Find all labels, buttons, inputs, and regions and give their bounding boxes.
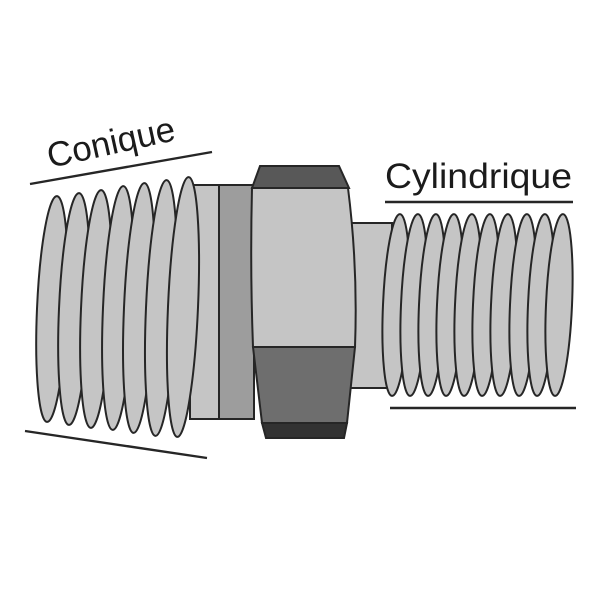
hex-nut: [250, 165, 357, 439]
nut-bottom-facet: [251, 346, 357, 424]
thread-crest-conical: [165, 176, 201, 438]
nut-face: [250, 187, 357, 348]
thread-crest-cylindrical: [544, 213, 574, 397]
taper-line-top: [29, 150, 213, 186]
cylindrical-label: Cylindrique: [385, 157, 572, 196]
taper-line-bottom: [24, 429, 208, 460]
cylindrical-thread-group: [381, 213, 574, 397]
fitting-body: [35, 165, 574, 439]
nut-top-facet: [250, 165, 351, 189]
shoulder-shade-band: [218, 184, 255, 420]
nut-bottom-edge: [260, 422, 349, 439]
conical-label: Conique: [43, 110, 178, 176]
conical-thread-group: [35, 176, 201, 438]
